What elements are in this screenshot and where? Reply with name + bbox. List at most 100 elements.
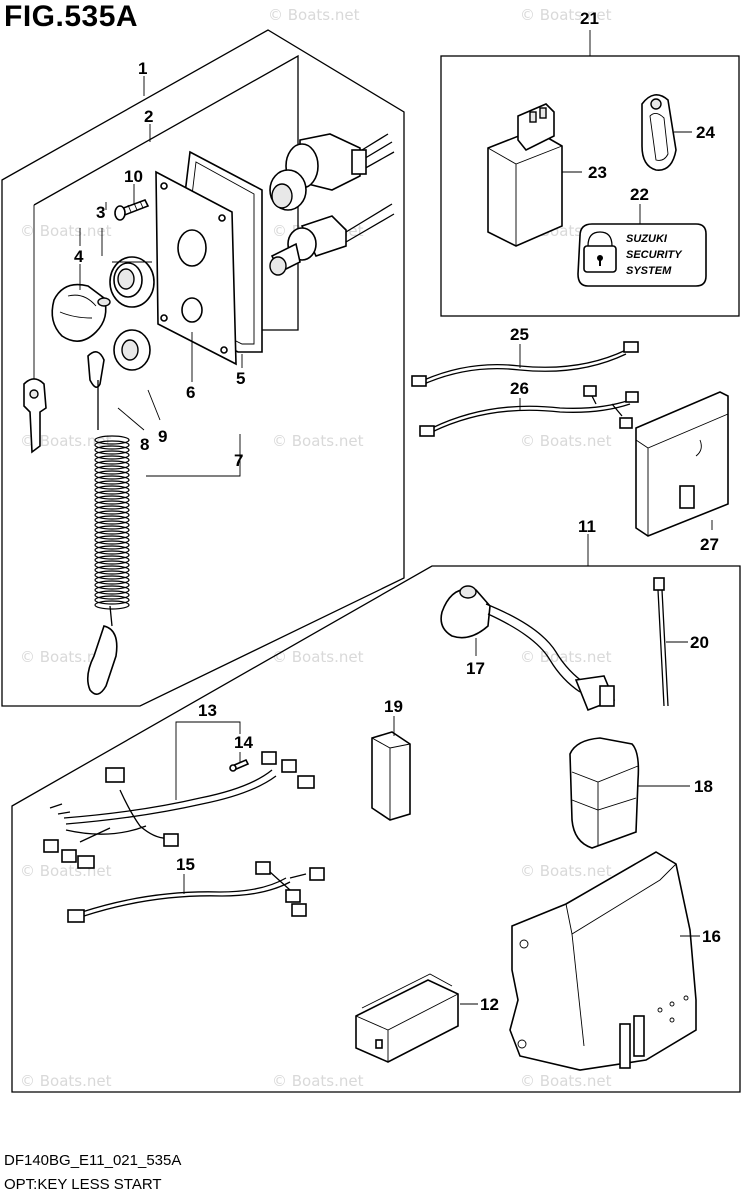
callout-27: 27 [700,535,719,554]
callout-8: 8 [140,435,149,454]
lanyard-coil [94,435,130,610]
watermark: © Boats.net [20,1072,112,1090]
coil-loop [94,570,130,580]
badge-line-3: SYSTEM [626,265,672,277]
callout-22: 22 [630,185,649,204]
watermark: © Boats.net [268,6,360,24]
coil-loop [94,515,130,525]
coil-loop [94,470,130,480]
watermark: © Boats.net [520,432,612,450]
callout-20: 20 [690,633,709,652]
coil-loop [94,600,130,610]
part-26-harness [419,385,639,437]
coil-loop [94,555,130,565]
coil-loop [94,505,130,515]
coil-loop [94,465,130,475]
coil-loop [94,500,130,510]
drawing-code: DF140BG_E11_021_535A [4,1152,182,1169]
figure-title: FIG.535A [4,0,139,33]
part-13-harness [43,751,315,869]
coil-loop [94,520,130,530]
coil-loop [94,585,130,595]
callout-24: 24 [696,123,715,142]
callout-14: 14 [234,733,253,752]
key [23,378,47,454]
part-27-box [635,391,729,537]
callout-17: 17 [466,659,485,678]
part-23-module [487,103,563,247]
watermark: © Boats.net [272,648,364,666]
part-17-sensor [440,585,616,712]
watermark: © Boats.net [520,862,612,880]
watermark: © Boats.net [20,862,112,880]
coil-loop [94,490,130,500]
part-15-harness [67,861,325,923]
coil-loop [94,565,130,575]
callout-25: 25 [510,325,529,344]
callout-16: 16 [702,927,721,946]
part-22-badge: SUZUKI SECURITY SYSTEM [577,223,707,287]
coil-loop [94,510,130,520]
coil-loop [94,495,130,505]
coil-loop [94,450,130,460]
watermark: © Boats.net [520,648,612,666]
coil-loop [94,445,130,455]
coil-loop [94,455,130,465]
coil-loop [94,540,130,550]
callout-18: 18 [694,777,713,796]
coil-loop [94,535,130,545]
callout-4: 4 [74,247,84,266]
coil-loop [94,435,130,445]
callout-19: 19 [384,697,403,716]
coil-loop [94,525,130,535]
coil-loop [94,595,130,605]
part-19-booklet [371,731,411,821]
callout-10: 10 [124,167,143,186]
part-10-screw [114,199,150,221]
callout-26: 26 [510,379,529,398]
part-9-ring [113,329,151,371]
coil-loop [94,550,130,560]
coil-loop [94,460,130,470]
callout-9: 9 [158,427,167,446]
callout-1: 1 [138,59,147,78]
part-8-lanyard [86,351,130,695]
coil-loop [94,530,130,540]
badge-line-2: SECURITY [626,249,683,261]
badge-line-1: SUZUKI [626,233,668,245]
callout-21: 21 [580,9,599,28]
callout-13: 13 [198,701,217,720]
group-box-1 [1,29,405,707]
callout-11: 11 [578,517,596,536]
watermark: © Boats.net [272,1072,364,1090]
coil-loop [94,580,130,590]
callout-5: 5 [236,369,245,388]
coil-loop [94,560,130,570]
callout-12: 12 [480,995,499,1014]
part-3-nut [109,256,155,308]
leader-lines [79,30,713,1005]
part-12-holder [355,973,459,1063]
coil-loop [94,575,130,585]
callout-6: 6 [186,383,195,402]
coil-loop [94,485,130,495]
part-16-cover [509,851,697,1071]
part-6-plate [155,170,237,366]
watermark: © Boats.net [520,1072,612,1090]
watermark: © Boats.net [20,432,112,450]
part-7-stop-switch [269,203,395,276]
callout-23: 23 [588,163,607,182]
part-7-switch [269,133,395,211]
watermark: © Boats.net [20,648,112,666]
group-box-11 [11,565,741,1093]
coil-loop [94,440,130,450]
coil-loop [94,545,130,555]
callout-15: 15 [176,855,195,874]
part-4-knob [51,283,111,342]
part-20-tie [653,577,669,707]
part-24-fob [641,94,677,171]
coil-loop [94,475,130,485]
coil-loop [94,590,130,600]
callouts: 1 2 3 4 5 6 7 8 9 10 11 12 13 14 15 16 1… [74,9,721,1014]
